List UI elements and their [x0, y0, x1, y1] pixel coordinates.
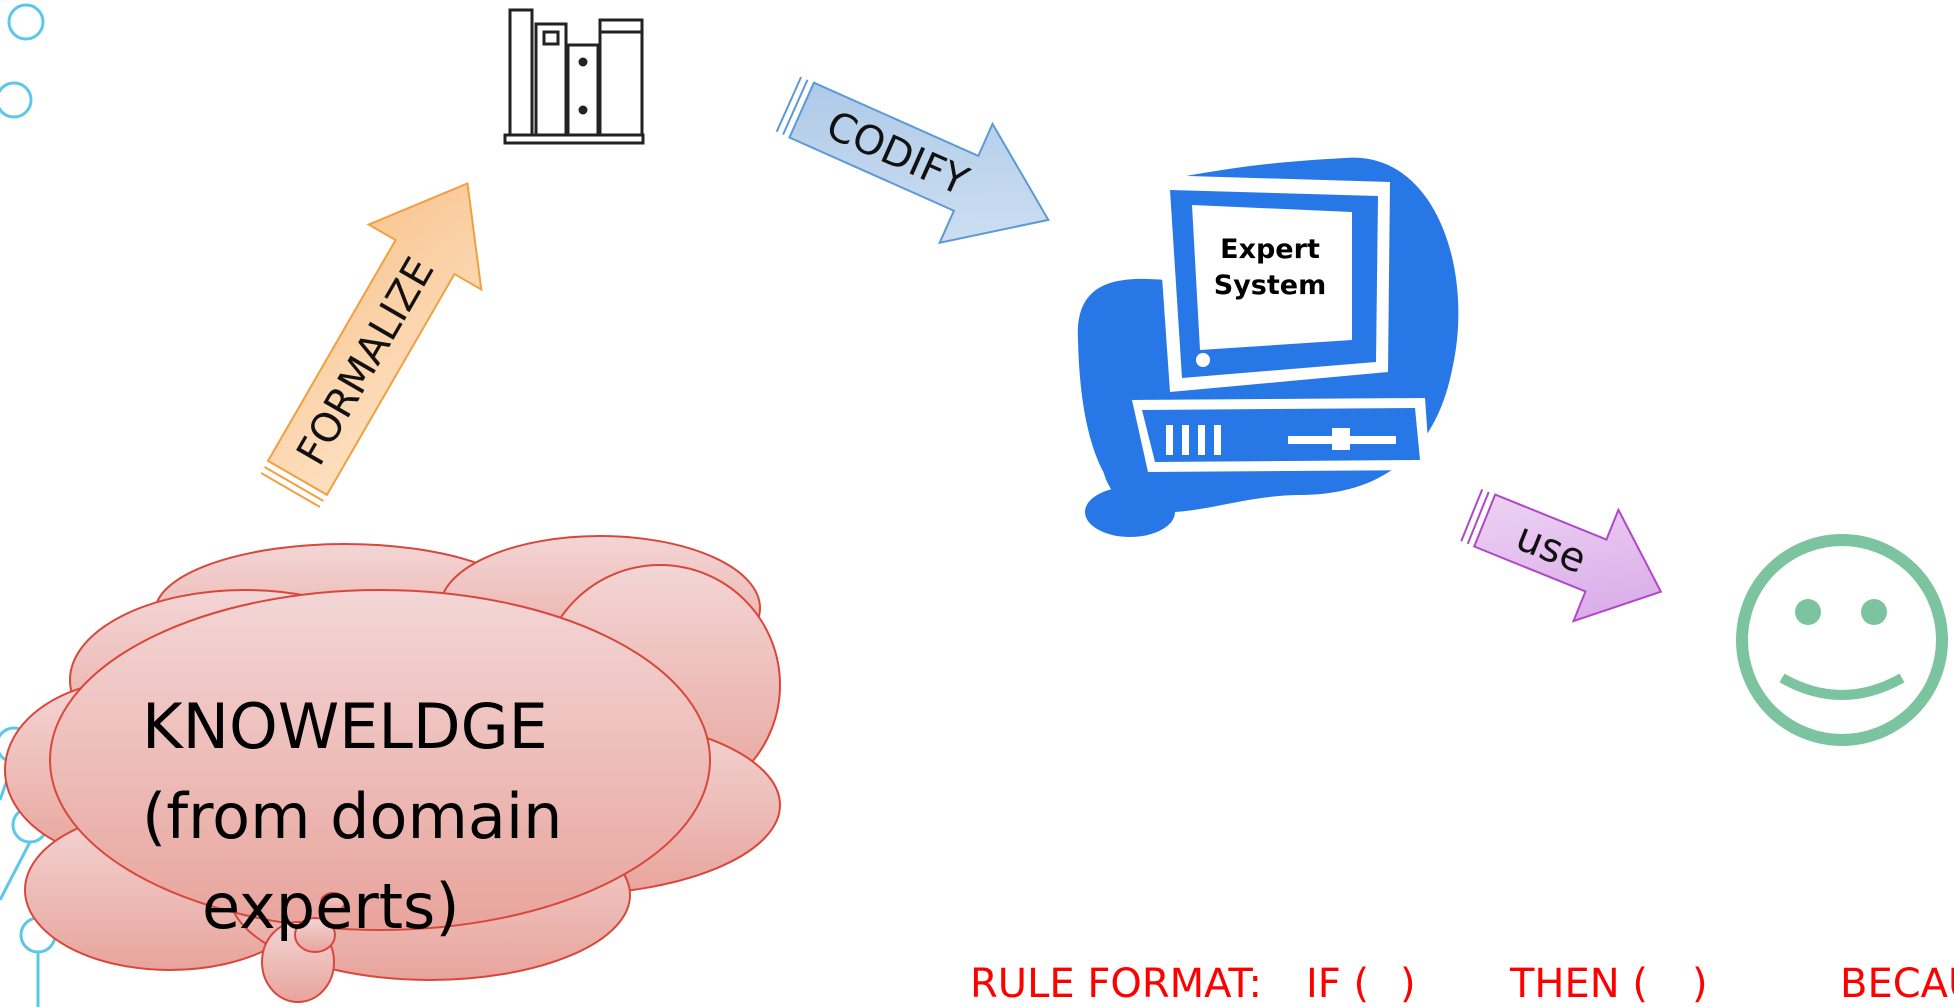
- knowledge-label-line2: (from domain: [142, 780, 562, 853]
- deco-circle: [7, 3, 45, 41]
- rule-then-open: THEN (: [1509, 961, 1648, 1007]
- deco-circle: [0, 81, 33, 119]
- rule-because: BECAU: [1840, 961, 1954, 1007]
- formalize-label: FORMALIZE: [288, 250, 443, 473]
- rule-then-close: ): [1692, 961, 1708, 1007]
- knowledge-label-line3: experts): [202, 870, 460, 943]
- deco-line: [0, 841, 32, 901]
- expert-system-label-line1: Expert: [1220, 234, 1320, 265]
- codify-label: CODIFY: [820, 102, 976, 205]
- smiley-face-icon: [1736, 534, 1948, 746]
- rule-if-close: ): [1400, 961, 1416, 1007]
- rule-format-line: RULE FORMAT: IF ( ) THEN ( ) BECAU: [970, 961, 1954, 1007]
- expert-system-label-line2: System: [1214, 270, 1326, 301]
- rule-format-label: RULE FORMAT:: [970, 961, 1262, 1007]
- knowledge-cloud: KNOWELDGE (from domain experts): [4, 535, 781, 1003]
- codify-arrow: CODIFY: [775, 76, 1050, 245]
- computer-icon: Expert System: [1077, 157, 1459, 537]
- use-arrow: use: [1460, 488, 1663, 623]
- formalize-arrow: FORMALIZE: [260, 182, 483, 508]
- books-icon: [503, 8, 645, 145]
- knowledge-label-line1: KNOWELDGE: [142, 690, 548, 763]
- rule-if-open: IF (: [1306, 961, 1369, 1007]
